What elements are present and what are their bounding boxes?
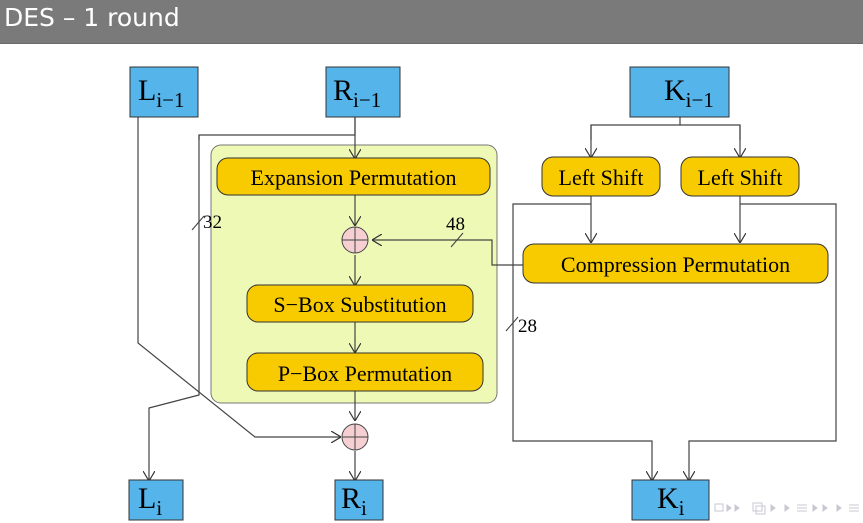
round-function-area bbox=[210, 144, 498, 404]
xor-subkey bbox=[341, 226, 369, 254]
register-k-prev: Ki−1 bbox=[629, 66, 730, 118]
width-tick-48 bbox=[450, 232, 464, 248]
r-branch-to-l-next bbox=[149, 135, 200, 480]
width-tick-28 bbox=[505, 316, 519, 332]
frame-icon bbox=[714, 503, 724, 512]
svg-text:Ri: Ri bbox=[341, 482, 367, 520]
r-to-expansion-line bbox=[198, 117, 356, 140]
compression-to-xor bbox=[373, 240, 523, 266]
svg-text:Expansion Permutation: Expansion Permutation bbox=[251, 165, 457, 190]
ls1-bypass-to-k-next bbox=[512, 203, 652, 480]
register-l-prev: Li−1 bbox=[129, 66, 199, 118]
next-section-icon bbox=[784, 504, 790, 512]
svg-text:Compression Permutation: Compression Permutation bbox=[561, 252, 790, 277]
width-label-32: 32 bbox=[203, 212, 222, 233]
svg-text:P−Box Permutation: P−Box Permutation bbox=[278, 361, 452, 386]
left-shift-box-1: Left Shift bbox=[541, 156, 661, 197]
expansion-permutation-box: Expansion Permutation bbox=[216, 157, 491, 196]
register-r-prev: Ri−1 bbox=[325, 66, 401, 118]
prev-section-icon bbox=[770, 504, 776, 512]
slide-title-bar: DES – 1 round bbox=[0, 0, 863, 44]
slide-title: DES – 1 round bbox=[4, 3, 180, 32]
connectors bbox=[137, 117, 837, 480]
width-tick-32 bbox=[191, 215, 205, 231]
k-split bbox=[590, 117, 681, 140]
svg-text:Ri−1: Ri−1 bbox=[333, 74, 381, 112]
svg-text:S−Box Substitution: S−Box Substitution bbox=[273, 292, 446, 317]
register-l-next: Li bbox=[128, 479, 184, 521]
compression-permutation-box: Compression Permutation bbox=[522, 243, 829, 284]
prev-frame-icon bbox=[726, 504, 732, 512]
next-frame-icon bbox=[734, 504, 740, 512]
xor-left-half bbox=[341, 423, 369, 451]
svg-text:Li: Li bbox=[138, 482, 162, 520]
section-icon bbox=[752, 502, 763, 512]
ls2-bypass-to-k-next bbox=[689, 203, 837, 480]
svg-text:Ki: Ki bbox=[657, 482, 685, 520]
slide-navigation[interactable] bbox=[713, 501, 863, 515]
back-icon bbox=[836, 504, 842, 512]
width-label-28: 28 bbox=[518, 316, 537, 337]
svg-text:Ki−1: Ki−1 bbox=[664, 74, 714, 112]
svg-text:Li−1: Li−1 bbox=[138, 74, 185, 112]
l-prev-to-xor2 bbox=[137, 117, 340, 437]
register-r-next: Ri bbox=[334, 479, 384, 521]
register-k-next: Ki bbox=[631, 479, 710, 521]
left-shift-box-2: Left Shift bbox=[680, 156, 800, 197]
svg-text:Left Shift: Left Shift bbox=[698, 165, 783, 190]
sbox-substitution-box: S−Box Substitution bbox=[246, 284, 474, 323]
pbox-permutation-box: P−Box Permutation bbox=[246, 352, 484, 392]
width-label-48: 48 bbox=[446, 214, 465, 235]
svg-text:Left Shift: Left Shift bbox=[559, 165, 644, 190]
